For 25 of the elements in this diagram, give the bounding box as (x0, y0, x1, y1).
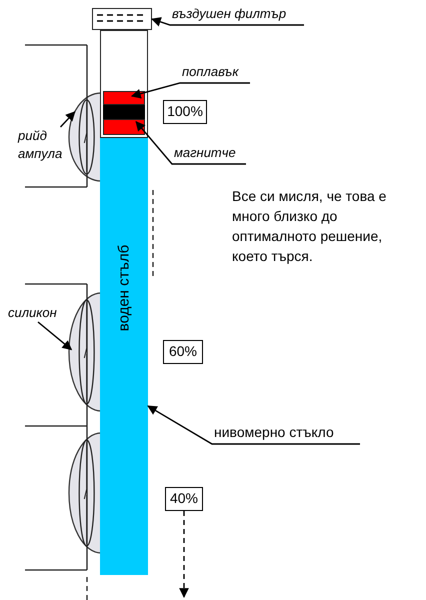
silicone-capsule (68, 292, 102, 412)
part-label: нивомерно стъкло (214, 424, 358, 442)
leader-arrow (38, 321, 72, 350)
note-text: Все си мисля, че това е много близко до оптималното решение, което търся. (232, 187, 388, 266)
part-label: поплавък (182, 64, 248, 81)
level-marker: 60% (163, 340, 203, 364)
leader-arrow (135, 120, 246, 165)
leader-arrow (130, 82, 250, 98)
air-filter (92, 8, 152, 30)
silicone-capsule (68, 92, 102, 182)
leader-arrow (151, 17, 304, 26)
leader-arrow (147, 405, 360, 445)
float-block (102, 90, 144, 104)
level-marker: 100% (163, 100, 207, 124)
part-label: силикон (8, 305, 68, 322)
part-label: воден стълб (115, 244, 132, 331)
dashed-arrow (179, 511, 189, 598)
part-label: магнитче (174, 145, 244, 162)
water-column (100, 136, 148, 574)
part-label: въздушен филтър (172, 6, 302, 23)
leader-arrow (60, 111, 76, 128)
silicone-capsule (68, 432, 102, 554)
level-marker: 40% (165, 487, 203, 511)
part-label: рийд ампула (18, 127, 68, 163)
glass-tube (100, 30, 148, 575)
